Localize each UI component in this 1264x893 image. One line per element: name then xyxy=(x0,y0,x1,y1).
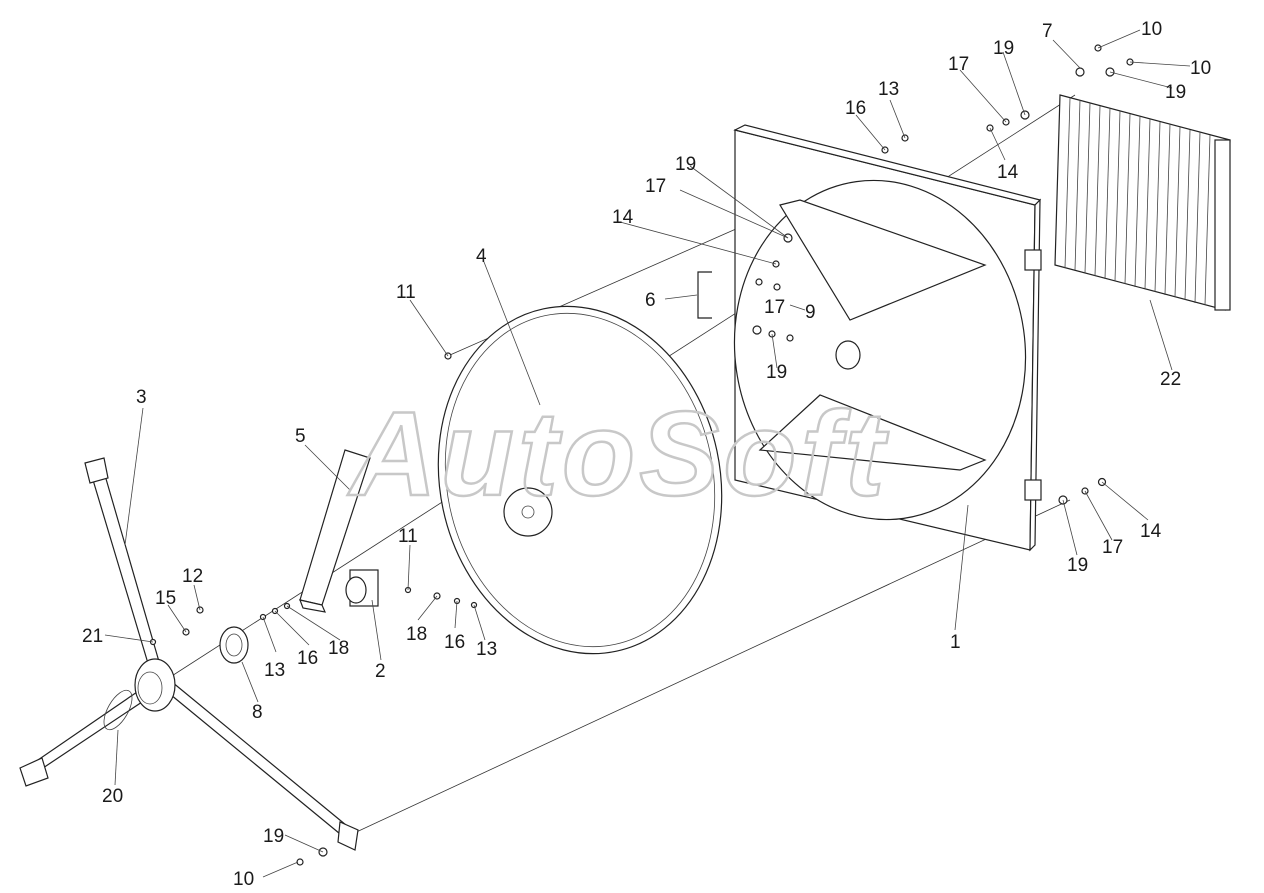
callout-16-top: 16 xyxy=(845,98,866,119)
callout-2: 2 xyxy=(375,661,386,682)
callout-21: 21 xyxy=(82,626,103,647)
callout-22: 22 xyxy=(1160,369,1181,390)
callout-11-upper: 11 xyxy=(396,282,416,303)
callout-18-left: 18 xyxy=(328,638,349,659)
callout-20: 20 xyxy=(102,786,123,807)
radiator-core xyxy=(1054,94,1231,311)
spider-hub-assembly xyxy=(19,457,359,851)
callout-13-left: 13 xyxy=(264,660,285,681)
callout-6: 6 xyxy=(645,290,656,311)
callout-8: 8 xyxy=(252,702,263,723)
callout-3: 3 xyxy=(136,387,147,408)
callout-18-mid: 18 xyxy=(406,624,427,645)
watermark: AutoSoft xyxy=(347,387,890,521)
callout-5: 5 xyxy=(295,426,306,447)
callout-14-top: 14 xyxy=(997,162,1019,183)
callout-7: 7 xyxy=(1042,21,1053,42)
callout-19-right-top: 19 xyxy=(1165,82,1186,103)
callout-16-left: 16 xyxy=(297,648,318,669)
callout-13-top: 13 xyxy=(878,79,899,100)
callout-16-mid: 16 xyxy=(444,632,465,653)
callout-10-right: 10 xyxy=(1190,58,1211,79)
callout-10-top: 10 xyxy=(1141,19,1162,40)
callout-15: 15 xyxy=(155,588,176,609)
callout-10-bottom: 10 xyxy=(233,869,254,890)
retaining-ring xyxy=(103,689,133,731)
callout-19-mid: 19 xyxy=(766,362,787,383)
mounting-bracket xyxy=(299,449,371,613)
callout-labels: 1 2 3 4 5 6 7 8 9 10 10 10 11 11 12 13 1… xyxy=(82,19,1211,890)
carry-handle xyxy=(697,271,712,319)
callout-17-right: 17 xyxy=(1102,537,1123,558)
callout-19-right: 19 xyxy=(1067,555,1088,576)
callout-13-mid: 13 xyxy=(476,639,497,660)
callout-17-left: 17 xyxy=(645,176,666,197)
callout-17-mid: 17 xyxy=(764,297,785,318)
callout-14-left: 14 xyxy=(612,207,634,228)
callout-19-top: 19 xyxy=(993,38,1014,59)
fan-shroud-frame xyxy=(733,124,1042,552)
callout-12: 12 xyxy=(182,566,203,587)
seal-ring xyxy=(219,626,249,664)
callout-14-right: 14 xyxy=(1140,521,1162,542)
fan-guard-disk xyxy=(437,305,723,655)
callout-19-bottom: 19 xyxy=(263,826,284,847)
callout-19-left: 19 xyxy=(675,154,696,175)
bearing-housing xyxy=(345,569,379,607)
callout-11-lower: 11 xyxy=(398,526,418,547)
leader-lines xyxy=(104,29,1191,878)
callout-17-top: 17 xyxy=(948,54,969,75)
callout-4: 4 xyxy=(476,246,487,267)
callout-9: 9 xyxy=(805,302,816,323)
callout-1: 1 xyxy=(950,632,961,653)
